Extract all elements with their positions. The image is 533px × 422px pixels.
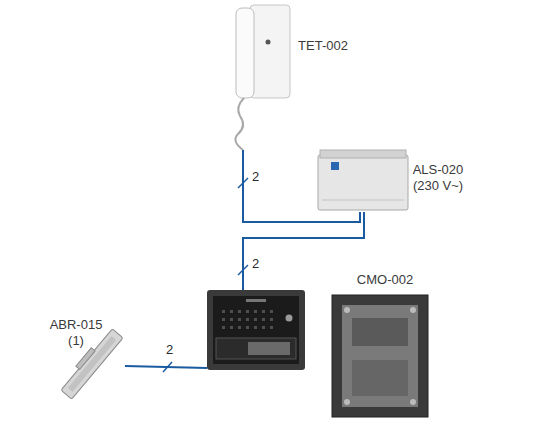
door-panel xyxy=(207,290,305,370)
phone-button xyxy=(266,40,271,45)
part-label: ABR-015 (1) xyxy=(45,317,107,349)
panel-nameplate xyxy=(216,338,296,359)
speaker-holes xyxy=(222,310,273,329)
phone-unit: TET-002 xyxy=(230,0,345,150)
phone-base xyxy=(250,5,290,98)
box-screw xyxy=(410,399,416,405)
part-label: CMO-002 xyxy=(350,272,420,288)
panel-frame xyxy=(207,290,305,370)
supply-ridge xyxy=(322,200,404,201)
wire-tick xyxy=(163,362,172,372)
handset-phone xyxy=(235,5,290,150)
box-screw xyxy=(410,307,416,313)
supply-body xyxy=(318,155,408,210)
supply-terminals xyxy=(320,150,406,158)
power-supply-unit: ALS-020 (230 V~) xyxy=(315,150,475,212)
two-wire-connection xyxy=(125,366,207,368)
box-compartment xyxy=(352,360,408,396)
flush-box-unit: CMO-002 xyxy=(325,272,435,420)
two-wire-connection xyxy=(243,212,364,290)
phone-handset xyxy=(236,8,254,98)
lock-unit: ABR-015 (1) xyxy=(45,312,125,400)
supply-logo xyxy=(331,162,339,170)
box-compartment xyxy=(352,318,408,346)
wire-tick xyxy=(238,178,248,188)
panel-button xyxy=(286,315,293,322)
part-label: ALS-020 (230 V~) xyxy=(405,162,471,194)
wire-count: 2 xyxy=(252,257,259,271)
wire-ticks xyxy=(163,178,248,372)
panel-name-window xyxy=(248,342,290,355)
box-shell xyxy=(332,295,428,417)
panel-logo xyxy=(246,299,266,302)
panel-face xyxy=(213,296,299,364)
door-panel-unit xyxy=(207,290,305,370)
box-screw xyxy=(344,307,350,313)
box-screw xyxy=(344,399,350,405)
wire-tick xyxy=(238,265,248,275)
phone-cord xyxy=(235,98,244,150)
flush-box xyxy=(332,295,428,417)
door-lock xyxy=(58,326,123,399)
box-inside xyxy=(342,305,418,407)
two-wire-connection xyxy=(243,150,360,222)
power-supply xyxy=(318,150,408,210)
wire-count: 2 xyxy=(252,170,259,184)
wire-count: 2 xyxy=(166,343,173,357)
part-label: TET-002 xyxy=(297,38,349,54)
